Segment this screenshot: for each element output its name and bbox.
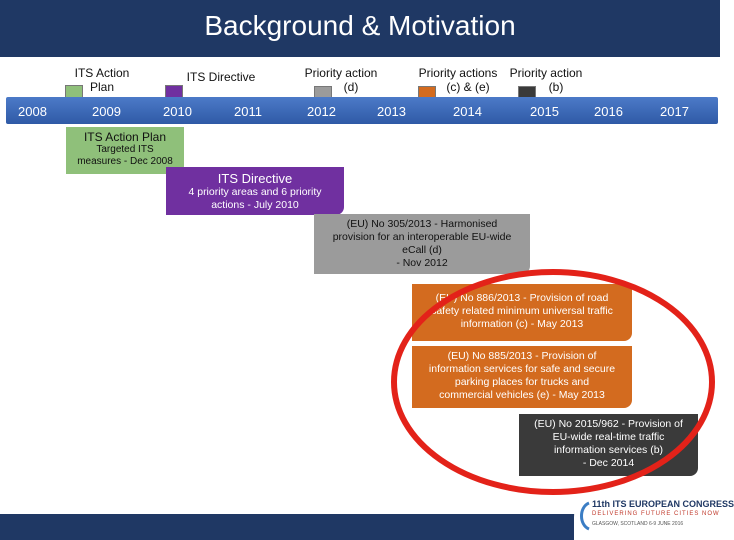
year-label: 2012	[307, 104, 336, 119]
slide-title: Background & Motivation	[204, 10, 516, 41]
milestone-text: EU-wide real-time traffic	[552, 431, 665, 443]
milestone-text: (EU) No 886/2013 - Provision of road	[435, 292, 609, 304]
milestone-title: ITS Action Plan	[83, 130, 167, 144]
year-label: 2010	[163, 104, 192, 119]
timeline-bar	[6, 97, 718, 124]
milestone-text: information services (b)	[553, 444, 664, 456]
milestone-text: actions - July 2010	[211, 199, 299, 211]
year-label: 2015	[530, 104, 559, 119]
milestone-text: information (c) - May 2013	[460, 318, 584, 330]
milestone-text: commercial vehicles (e) - May 2013	[439, 389, 605, 401]
congress-logo: 11th ITS EUROPEAN CONGRESS DELIVERING FU…	[574, 493, 734, 540]
legend-label-line2: (c) & (e)	[446, 80, 490, 94]
legend-label-line1: ITS Directive	[186, 70, 256, 84]
logo-tagline: DELIVERING FUTURE CITIES NOW	[592, 511, 720, 517]
milestone-its-action-plan: ITS Action Plan Targeted ITS measures - …	[66, 127, 184, 174]
milestone-title: ITS Directive	[217, 171, 293, 186]
legend-label-line1: Priority action	[509, 66, 583, 80]
legend-label-line1: Priority actions	[418, 66, 498, 80]
milestone-text: (EU) No 2015/962 - Provision of	[534, 418, 683, 430]
legend-item-priority-d: Priority action (d)	[300, 66, 382, 94]
milestone-truck-parking: (EU) No 885/2013 - Provision of informat…	[412, 346, 632, 408]
year-label: 2008	[18, 104, 47, 119]
legend-item-directive: ITS Directive	[180, 70, 262, 84]
milestone-text: provision for an interoperable EU-wide	[332, 231, 512, 243]
milestone-text: Targeted ITS	[96, 144, 154, 155]
logo-swirl-icon	[580, 501, 590, 531]
legend-item-action-plan: ITS Action Plan	[62, 66, 142, 94]
year-label: 2016	[594, 104, 623, 119]
year-label: 2011	[234, 104, 262, 119]
milestone-text: parking places for trucks and	[454, 376, 590, 388]
red-circle-annotation	[391, 269, 715, 495]
milestone-ecall: (EU) No 305/2013 - Harmonised provision …	[314, 214, 530, 274]
header-bar: Background & Motivation	[0, 0, 720, 57]
milestone-real-time-traffic: (EU) No 2015/962 - Provision of EU-wide …	[519, 414, 698, 476]
milestone-text: eCall (d)	[402, 244, 442, 256]
logo-small-text: GLASGOW, SCOTLAND 6-9 JUNE 2016	[592, 521, 684, 527]
milestone-road-safety-info: (EU) No 886/2013 - Provision of road saf…	[412, 284, 632, 341]
logo-title: 11th ITS EUROPEAN CONGRESS	[592, 499, 734, 509]
milestone-its-directive: ITS Directive 4 priority areas and 6 pri…	[166, 167, 344, 215]
legend-item-priority-ce: Priority actions (c) & (e)	[412, 66, 504, 94]
year-label: 2014	[453, 104, 482, 119]
legend-label-line2: Plan	[89, 80, 115, 94]
legend-label-line2: (d)	[343, 80, 359, 94]
milestone-text: (EU) No 305/2013 - Harmonised	[346, 218, 498, 230]
milestone-text: - Nov 2012	[396, 257, 448, 269]
milestone-text: measures - Dec 2008	[77, 156, 173, 167]
milestone-text: 4 priority areas and 6 priority	[188, 186, 322, 198]
milestone-text: - Dec 2014	[582, 457, 635, 469]
legend-label-line1: ITS Action	[74, 66, 130, 80]
milestone-text: information services for safe and secure	[428, 363, 616, 375]
legend-item-priority-b: Priority action (b)	[505, 66, 587, 94]
year-label: 2013	[377, 104, 406, 119]
milestone-text: safety related minimum universal traffic	[431, 305, 613, 317]
legend-label-line1: Priority action	[304, 66, 378, 80]
year-label: 2017	[660, 104, 689, 119]
year-label: 2009	[92, 104, 121, 119]
milestone-text: (EU) No 885/2013 - Provision of	[447, 350, 597, 362]
legend-label-line2: (b)	[548, 80, 564, 94]
